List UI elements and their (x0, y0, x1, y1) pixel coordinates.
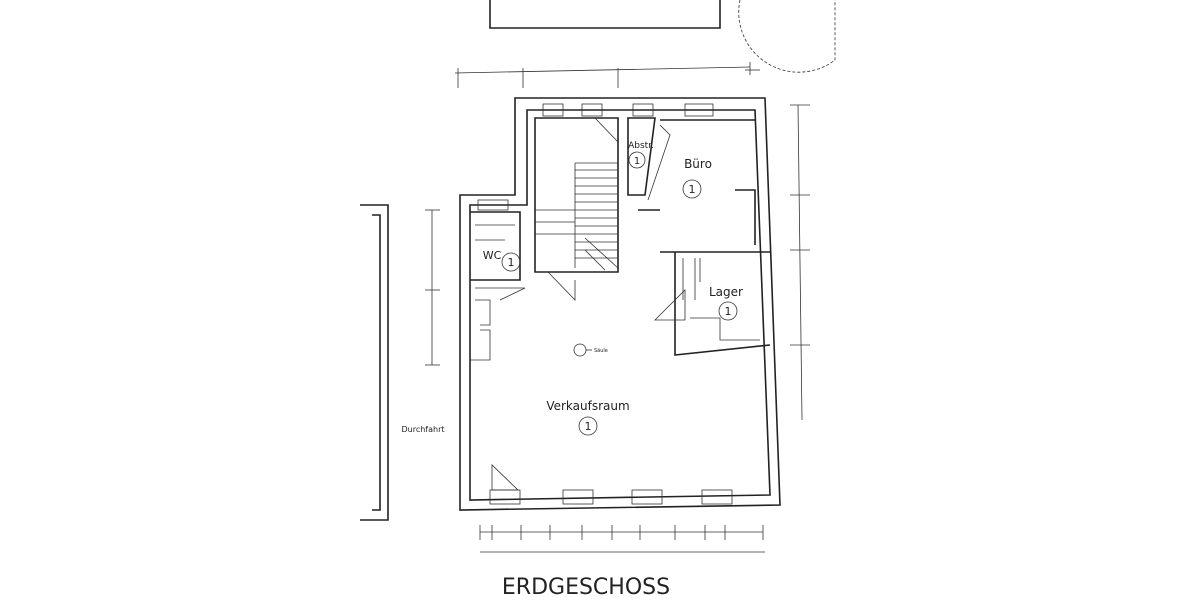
top-dimension-line (454, 62, 751, 88)
stair-core (534, 117, 619, 301)
column-label: Säule (594, 348, 608, 354)
room-label-wc: WC (483, 249, 502, 262)
left-dimension-line (425, 209, 440, 366)
room-number-lager: 1 (725, 305, 732, 318)
room-label-lager: Lager (709, 285, 743, 299)
windows (477, 103, 733, 505)
room-label-buero: Büro (684, 157, 712, 171)
room-number-abstellraum: 1 (634, 156, 640, 167)
room-number-verkaufsraum: 1 (585, 420, 592, 433)
passage-label: Durchfahrt (401, 425, 444, 434)
room-label-abstellraum: Abstr. (628, 141, 654, 151)
outer-walls (459, 97, 781, 511)
room-number-wc: 1 (508, 256, 515, 269)
floor-title: ERDGESCHOSS (502, 575, 670, 600)
passage-outline (360, 204, 389, 521)
room-number-buero: 1 (689, 183, 696, 196)
room-label-verkaufsraum: Verkaufsraum (546, 399, 629, 413)
upper-fragment (489, 0, 836, 73)
bottom-dimension-line (479, 525, 765, 553)
right-dimension-line (790, 104, 810, 421)
